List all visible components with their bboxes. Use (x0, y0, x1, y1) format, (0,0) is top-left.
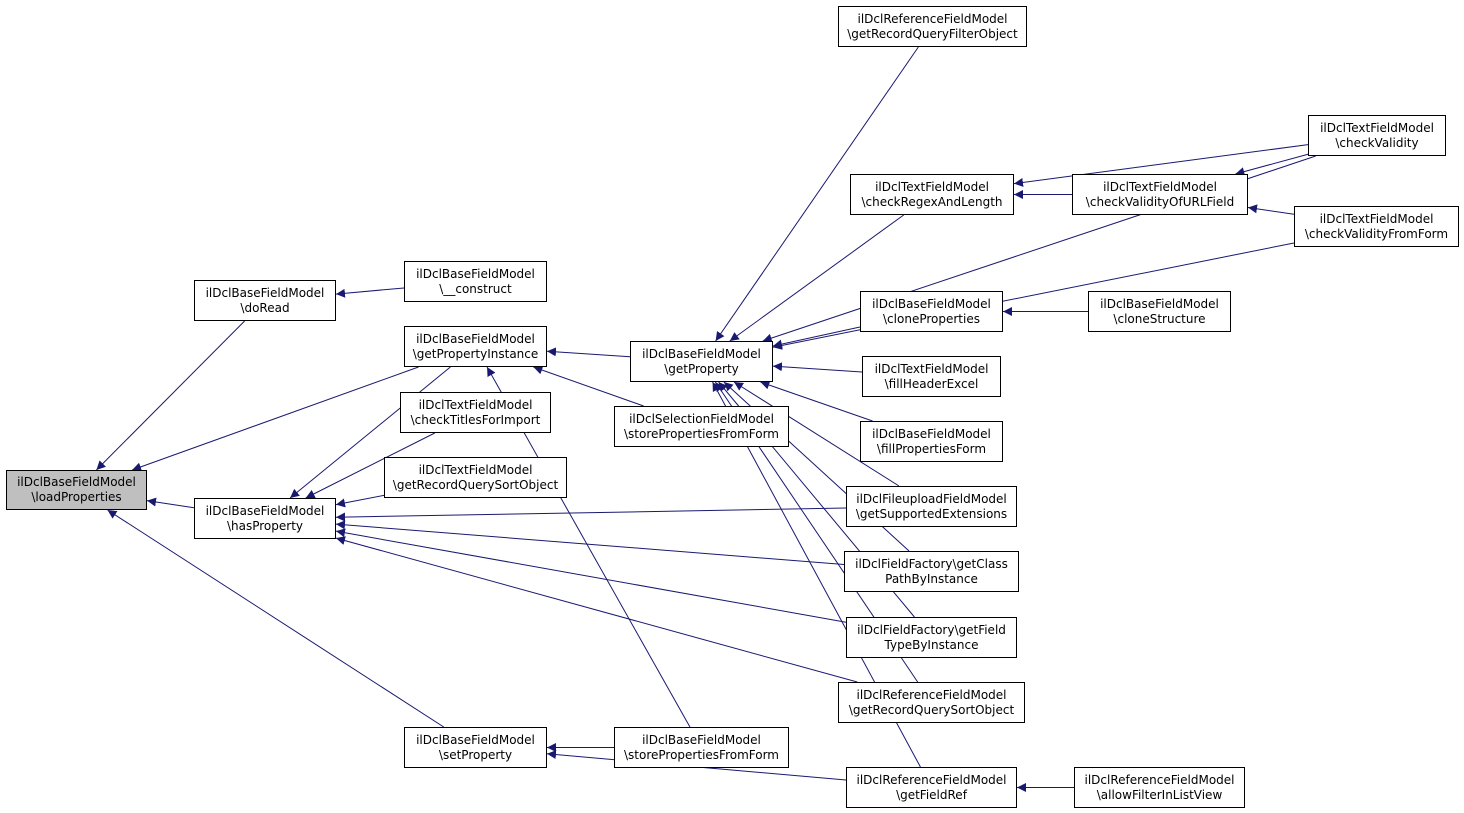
node-load-properties: ilDclBaseFieldModel\loadProperties (6, 470, 147, 510)
node-construct[interactable]: ilDclBaseFieldModel\__construct (404, 261, 547, 302)
edge-n6-to-n2 (335, 287, 405, 298)
node-clone-structure[interactable]: ilDclBaseFieldModel\cloneStructure (1088, 291, 1231, 332)
edge-n5-to-n1 (107, 509, 445, 728)
edge-n7-to-n4 (305, 432, 436, 499)
node-get-supported-extensions[interactable]: ilDclFileuploadFieldModel\getSupportedEx… (846, 486, 1017, 527)
edge-n24-to-n22 (1247, 204, 1295, 215)
edge-n2-to-n1 (96, 320, 245, 471)
edge-n17-to-n9 (733, 381, 900, 487)
node-get-record-query-filter-object[interactable]: ilDclReferenceFieldModel\getRecordQueryF… (838, 6, 1027, 47)
node-do-read[interactable]: ilDclBaseFieldModel\doRead (194, 280, 336, 321)
node-check-regex-and-length[interactable]: ilDclTextFieldModel\checkRegexAndLength (850, 174, 1014, 215)
edge-n15-to-n9 (772, 362, 863, 373)
edge-n8-to-n4 (335, 494, 385, 508)
node-base-store-properties-from-form[interactable]: ilDclBaseFieldModel\storePropertiesFromF… (614, 727, 789, 768)
node-selection-store-properties-from-form[interactable]: ilDclSelectionFieldModel\storeProperties… (614, 406, 789, 447)
edge-n12-to-n9 (715, 46, 919, 342)
node-allow-filter-in-list-view[interactable]: ilDclReferenceFieldModel\allowFilterInLi… (1074, 767, 1245, 808)
edge-n19-to-n4 (335, 528, 847, 623)
edge-n9-to-n3 (546, 347, 631, 358)
edge-n13-to-n9 (729, 214, 904, 342)
edge-n20-to-n4 (335, 536, 858, 683)
node-check-validity-from-form[interactable]: ilDclTextFieldModel\checkValidityFromFor… (1294, 206, 1459, 247)
node-get-property[interactable]: ilDclBaseFieldModel\getProperty (630, 341, 773, 382)
node-get-field-ref[interactable]: ilDclReferenceFieldModel\getFieldRef (846, 767, 1017, 808)
edge-n17-to-n4 (335, 507, 847, 522)
node-fill-properties-form[interactable]: ilDclBaseFieldModel\fillPropertiesForm (860, 421, 1003, 462)
node-set-property[interactable]: ilDclBaseFieldModel\setProperty (404, 727, 547, 768)
edge-n23-to-n13 (1013, 144, 1309, 187)
edge-n10-to-n3 (533, 365, 644, 407)
node-check-validity-of-url-field[interactable]: ilDclTextFieldModel\checkValidityOfURLFi… (1072, 174, 1248, 215)
edge-n3-to-n1 (131, 366, 419, 472)
node-fill-header-excel[interactable]: ilDclTextFieldModel\fillHeaderExcel (862, 356, 1001, 397)
node-clone-properties[interactable]: ilDclBaseFieldModel\cloneProperties (860, 291, 1003, 332)
edge-n14-to-n9 (772, 326, 861, 349)
node-check-titles-for-import[interactable]: ilDclTextFieldModel\checkTitlesForImport (400, 392, 551, 433)
edge-n3-to-n4 (289, 366, 451, 499)
node-has-property[interactable]: ilDclBaseFieldModel\hasProperty (194, 498, 336, 539)
edge-n18-to-n4 (335, 520, 845, 566)
edge-n4-to-n1 (146, 497, 195, 509)
node-get-property-instance[interactable]: ilDclBaseFieldModel\getPropertyInstance (404, 326, 547, 367)
node-text-get-record-query-sort-object[interactable]: ilDclTextFieldModel\getRecordQuerySortOb… (384, 457, 567, 498)
edge-n23-to-n22 (1235, 153, 1309, 176)
edge-n16-to-n9 (760, 380, 873, 422)
node-reference-get-record-query-sort-object[interactable]: ilDclReferenceFieldModel\getRecordQueryS… (838, 682, 1025, 723)
edge-n24-to-n9 (772, 242, 1295, 350)
node-check-validity[interactable]: ilDclTextFieldModel\checkValidity (1308, 115, 1446, 156)
